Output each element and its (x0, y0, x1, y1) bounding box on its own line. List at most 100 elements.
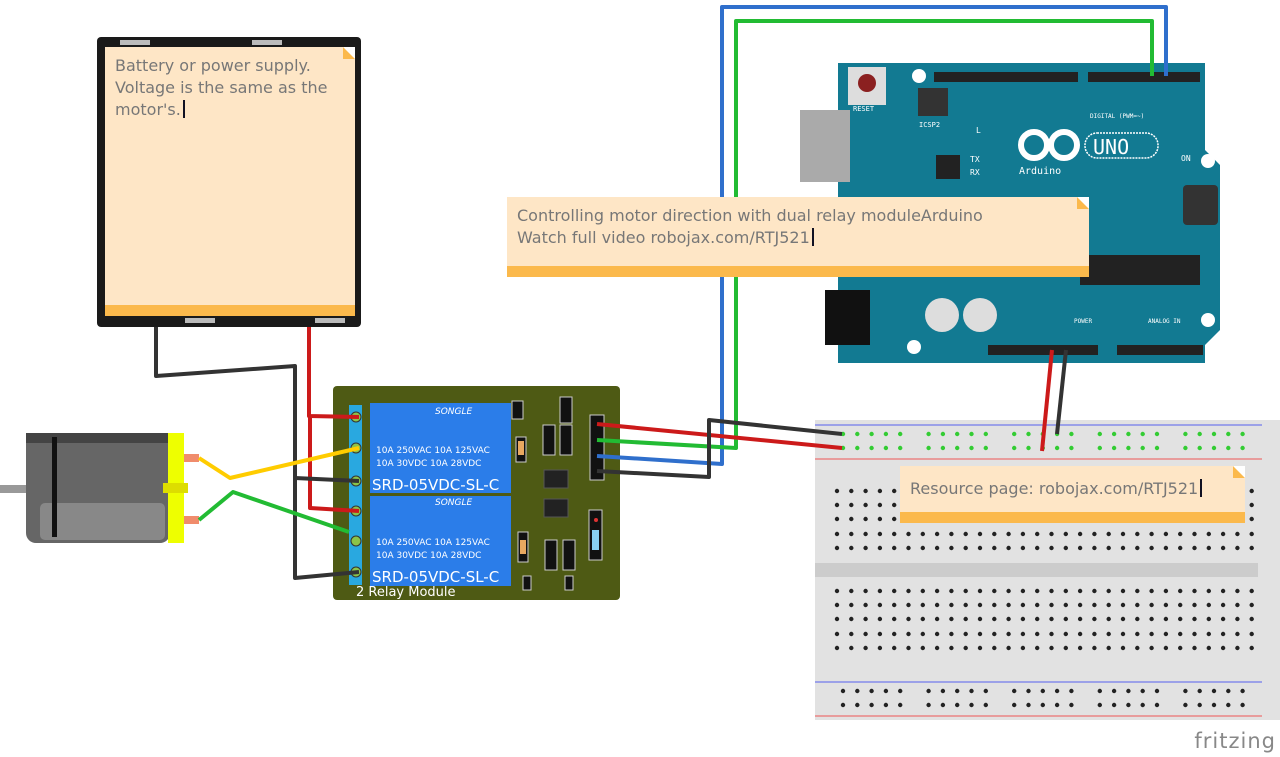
breadboard-hole[interactable] (840, 688, 846, 694)
breadboard-hole[interactable] (892, 531, 897, 537)
breadboard-hole[interactable] (898, 431, 903, 437)
breadboard-hole[interactable] (1192, 545, 1197, 551)
breadboard-hole[interactable] (1049, 616, 1054, 622)
breadboard-hole[interactable] (940, 445, 946, 451)
breadboard-hole[interactable] (920, 531, 925, 537)
breadboard-hole[interactable] (992, 602, 997, 608)
breadboard-hole[interactable] (1111, 702, 1117, 708)
breadboard-hole[interactable] (863, 488, 868, 494)
breadboard-hole[interactable] (1140, 445, 1145, 451)
breadboard-hole[interactable] (892, 602, 897, 608)
breadboard-hole[interactable] (849, 488, 854, 494)
breadboard-hole[interactable] (977, 531, 983, 537)
breadboard-hole[interactable] (1006, 616, 1011, 622)
breadboard-hole[interactable] (1063, 588, 1069, 594)
breadboard-hole[interactable] (1140, 702, 1145, 708)
breadboard-hole[interactable] (949, 631, 954, 637)
breadboard-hole[interactable] (1020, 531, 1026, 537)
breadboard-hole[interactable] (992, 645, 997, 651)
breadboard-hole[interactable] (1092, 616, 1097, 622)
breadboard-hole[interactable] (1049, 531, 1054, 537)
breadboard-hole[interactable] (934, 531, 940, 537)
breadboard-hole[interactable] (955, 431, 960, 437)
breadboard-hole[interactable] (1154, 702, 1160, 708)
breadboard-hole[interactable] (934, 645, 940, 651)
breadboard-hole[interactable] (1077, 602, 1083, 608)
breadboard-hole[interactable] (1249, 502, 1254, 508)
breadboard-hole[interactable] (1020, 545, 1026, 551)
breadboard-hole[interactable] (1049, 645, 1054, 651)
breadboard-hole[interactable] (920, 616, 925, 622)
breadboard-hole[interactable] (1211, 702, 1217, 708)
breadboard-hole[interactable] (1135, 531, 1140, 537)
breadboard-hole[interactable] (1120, 588, 1126, 594)
breadboard-hole[interactable] (877, 531, 883, 537)
breadboard-hole[interactable] (1035, 602, 1040, 608)
breadboard-hole[interactable] (992, 531, 997, 537)
breadboard-hole[interactable] (1135, 588, 1140, 594)
breadboard-hole[interactable] (863, 631, 868, 637)
breadboard-hole[interactable] (840, 702, 846, 708)
breadboard-hole[interactable] (849, 545, 854, 551)
breadboard-hole[interactable] (1220, 631, 1226, 637)
breadboard-hole[interactable] (920, 631, 925, 637)
breadboard-hole[interactable] (1206, 645, 1212, 651)
breadboard-hole[interactable] (1163, 616, 1169, 622)
breadboard-hole[interactable] (849, 502, 854, 508)
breadboard-hole[interactable] (1026, 431, 1031, 437)
breadboard-hole[interactable] (1049, 588, 1054, 594)
breadboard-hole[interactable] (898, 688, 903, 694)
dc-motor[interactable] (0, 433, 199, 543)
breadboard-hole[interactable] (1249, 588, 1254, 594)
breadboard-hole[interactable] (940, 702, 946, 708)
breadboard-hole[interactable] (1069, 431, 1074, 437)
breadboard-hole[interactable] (1149, 645, 1154, 651)
breadboard-hole[interactable] (892, 488, 897, 494)
breadboard-hole[interactable] (1012, 702, 1017, 708)
breadboard-hole[interactable] (977, 602, 983, 608)
breadboard-hole[interactable] (1206, 602, 1212, 608)
breadboard-hole[interactable] (1178, 545, 1183, 551)
breadboard-hole[interactable] (1077, 631, 1083, 637)
breadboard-hole[interactable] (1035, 545, 1040, 551)
breadboard-hole[interactable] (1240, 688, 1245, 694)
breadboard-hole[interactable] (955, 445, 960, 451)
breadboard-hole[interactable] (1149, 602, 1154, 608)
breadboard-hole[interactable] (1192, 645, 1197, 651)
breadboard-hole[interactable] (1220, 616, 1226, 622)
breadboard-hole[interactable] (1006, 645, 1011, 651)
breadboard-hole[interactable] (1069, 445, 1074, 451)
breadboard-hole[interactable] (1120, 645, 1126, 651)
breadboard-hole[interactable] (1220, 645, 1226, 651)
breadboard-hole[interactable] (898, 702, 903, 708)
breadboard-hole[interactable] (1149, 588, 1154, 594)
breadboard-hole[interactable] (1206, 531, 1212, 537)
breadboard-hole[interactable] (1211, 445, 1217, 451)
breadboard-hole[interactable] (1178, 531, 1183, 537)
breadboard-hole[interactable] (869, 445, 874, 451)
breadboard-hole[interactable] (834, 631, 840, 637)
breadboard-hole[interactable] (1211, 688, 1217, 694)
breadboard-hole[interactable] (1249, 616, 1254, 622)
breadboard-hole[interactable] (1163, 631, 1169, 637)
breadboard-hole[interactable] (977, 645, 983, 651)
breadboard-hole[interactable] (940, 688, 946, 694)
breadboard-hole[interactable] (983, 688, 988, 694)
breadboard-hole[interactable] (906, 531, 911, 537)
breadboard-hole[interactable] (1020, 616, 1026, 622)
breadboard-hole[interactable] (963, 616, 968, 622)
breadboard-hole[interactable] (1063, 645, 1069, 651)
breadboard-hole[interactable] (992, 631, 997, 637)
breadboard-hole[interactable] (1092, 645, 1097, 651)
note-resource[interactable]: Resource page: robojax.com/RTJ521 (900, 466, 1245, 523)
note-title[interactable]: Controlling motor direction with dual re… (507, 197, 1089, 277)
breadboard-hole[interactable] (1111, 431, 1117, 437)
breadboard-hole[interactable] (934, 616, 940, 622)
breadboard-hole[interactable] (849, 588, 854, 594)
breadboard-hole[interactable] (877, 588, 883, 594)
breadboard-hole[interactable] (920, 602, 925, 608)
breadboard-hole[interactable] (1154, 688, 1160, 694)
breadboard-hole[interactable] (1035, 588, 1040, 594)
breadboard-hole[interactable] (1163, 602, 1169, 608)
breadboard-hole[interactable] (1026, 445, 1031, 451)
